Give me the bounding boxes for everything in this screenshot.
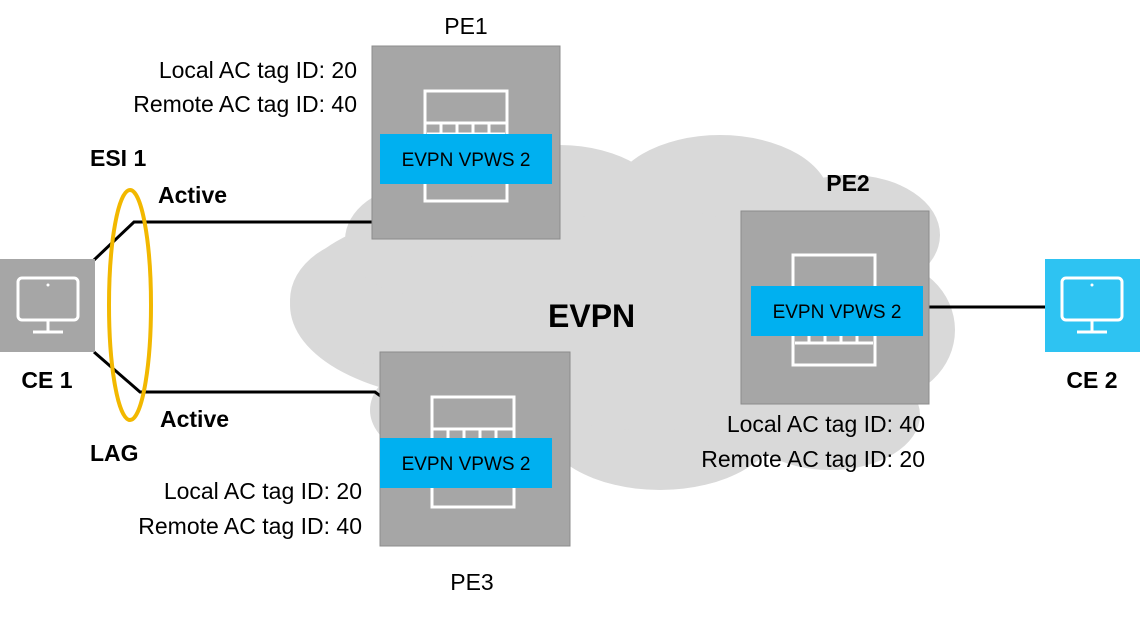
esi-label: ESI 1 xyxy=(90,145,146,171)
active-label-top: Active xyxy=(158,182,227,208)
pe2-name: PE2 xyxy=(826,170,869,196)
active-label-bottom: Active xyxy=(160,406,229,432)
ce1-box xyxy=(0,259,95,352)
ce2-name: CE 2 xyxy=(1066,367,1117,393)
pe1-name: PE1 xyxy=(444,13,487,39)
pe3-remote-tag: Remote AC tag ID: 40 xyxy=(138,513,362,539)
computer-icon xyxy=(16,276,80,334)
pe3-name: PE3 xyxy=(450,569,493,595)
pe3-local-tag: Local AC tag ID: 20 xyxy=(164,478,362,504)
ce2-box xyxy=(1045,259,1140,352)
ce1-device[interactable] xyxy=(0,259,95,352)
lag-label: LAG xyxy=(90,440,139,466)
pe2-service-label: EVPN VPWS 2 xyxy=(773,302,902,323)
pe1-service-badge xyxy=(380,134,552,184)
esi-ring xyxy=(107,188,153,422)
pe3-router[interactable]: EVPN VPWS 2 xyxy=(379,351,571,547)
pe3-service-badge xyxy=(380,438,552,488)
ce2-device[interactable] xyxy=(1045,259,1140,352)
pe2-remote-tag: Remote AC tag ID: 20 xyxy=(701,446,925,472)
ce1-name: CE 1 xyxy=(21,367,72,393)
pe1-router[interactable]: EVPN VPWS 2 xyxy=(371,45,561,240)
pe1-local-tag: Local AC tag ID: 20 xyxy=(159,57,357,83)
pe2-local-tag: Local AC tag ID: 40 xyxy=(727,411,925,437)
pe2-router[interactable]: EVPN VPWS 2 xyxy=(740,210,930,405)
computer-icon xyxy=(1060,276,1124,334)
pe1-service-label: EVPN VPWS 2 xyxy=(402,150,531,171)
pe3-service-label: EVPN VPWS 2 xyxy=(402,454,531,475)
pe1-remote-tag: Remote AC tag ID: 40 xyxy=(133,91,357,117)
pe2-service-badge xyxy=(751,286,923,336)
cloud-label: EVPN xyxy=(548,298,635,334)
